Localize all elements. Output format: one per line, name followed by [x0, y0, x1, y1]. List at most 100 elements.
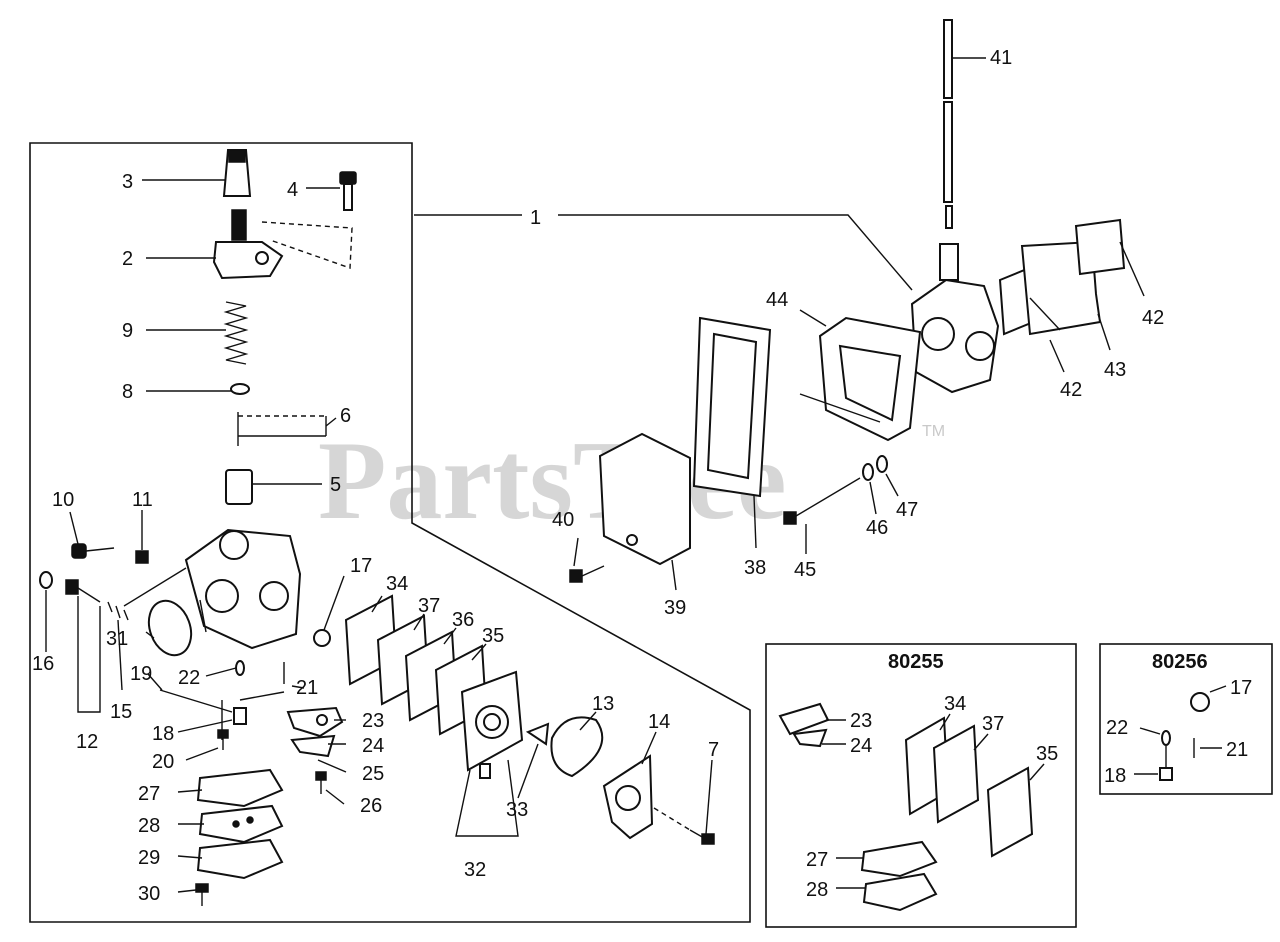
- part-26-screw[interactable]: [315, 771, 327, 794]
- part-7-screw[interactable]: [689, 829, 715, 845]
- part-22-pin[interactable]: [235, 660, 245, 676]
- callout-20[interactable]: 20: [152, 751, 174, 773]
- part-12-idle-screw[interactable]: [65, 579, 101, 603]
- kit-80255-callout-23[interactable]: 23: [850, 710, 872, 732]
- callout-37[interactable]: 37: [418, 595, 440, 617]
- callout-35[interactable]: 35: [482, 625, 504, 647]
- part-45-bolt[interactable]: [783, 477, 861, 525]
- callout-8[interactable]: 8: [122, 381, 133, 403]
- kit-80255-callout-28[interactable]: 28: [806, 879, 828, 901]
- part-19-rod[interactable]: [159, 689, 233, 713]
- callout-13[interactable]: 13: [592, 693, 614, 715]
- callout-5[interactable]: 5: [330, 474, 341, 496]
- callout-46[interactable]: 46: [866, 517, 888, 539]
- callout-30[interactable]: 30: [138, 883, 160, 905]
- callout-18[interactable]: 18: [152, 723, 174, 745]
- part-23-25-metering-lever[interactable]: [286, 706, 344, 758]
- part-38-filter-element[interactable]: [692, 316, 772, 498]
- kit-80256-part-22[interactable]: [1161, 730, 1171, 746]
- callout-47[interactable]: 47: [896, 499, 918, 521]
- callout-19[interactable]: 19: [130, 663, 152, 685]
- part-29-cover[interactable]: [196, 838, 284, 880]
- part-16-oring[interactable]: [39, 571, 53, 589]
- kit-80255-callout-27[interactable]: 27: [806, 849, 828, 871]
- kit-80255-part-35[interactable]: [986, 766, 1034, 858]
- part-8-washer[interactable]: [230, 383, 250, 395]
- callout-15[interactable]: 15: [110, 701, 132, 723]
- callout-40[interactable]: 40: [552, 509, 574, 531]
- kit-80256-callout-22[interactable]: 22: [1106, 717, 1128, 739]
- part-44-filter-base[interactable]: [818, 316, 922, 442]
- callout-9[interactable]: 9: [122, 320, 133, 342]
- callout-42a[interactable]: 42: [1060, 379, 1082, 401]
- callout-11[interactable]: 11: [132, 489, 153, 511]
- callout-10[interactable]: 10: [52, 489, 74, 511]
- callout-45[interactable]: 45: [794, 559, 816, 581]
- callout-38[interactable]: 38: [744, 557, 766, 579]
- kit-80256-callout-17[interactable]: 17: [1230, 677, 1252, 699]
- part-18-arm[interactable]: [233, 707, 247, 725]
- callout-41[interactable]: 41: [990, 47, 1012, 69]
- carburetor-body[interactable]: [184, 528, 302, 650]
- callout-22[interactable]: 22: [178, 667, 200, 689]
- kit-80255-callout-24[interactable]: 24: [850, 735, 872, 757]
- callout-42b[interactable]: 42: [1142, 307, 1164, 329]
- part-11-nut[interactable]: [135, 550, 149, 564]
- callout-44[interactable]: 44: [766, 289, 788, 311]
- callout-16[interactable]: 16: [32, 653, 54, 675]
- callout-33[interactable]: 33: [506, 799, 528, 821]
- callout-1[interactable]: 1: [530, 207, 541, 229]
- part-33-check[interactable]: [525, 722, 550, 746]
- kit-80256-callout-21[interactable]: 21: [1226, 739, 1248, 761]
- callout-24[interactable]: 24: [362, 735, 384, 757]
- part-20-screw[interactable]: [217, 729, 229, 750]
- part-28-diaphragm[interactable]: [198, 804, 284, 844]
- part-15-spring[interactable]: [107, 601, 129, 621]
- kit-80256-part-18[interactable]: [1159, 767, 1173, 781]
- part-3-cap[interactable]: [222, 149, 252, 197]
- callout-39[interactable]: 39: [664, 597, 686, 619]
- kit-80256-callout-18[interactable]: 18: [1104, 765, 1126, 787]
- part-1-carburetor-assembly[interactable]: [910, 243, 1000, 394]
- callout-34[interactable]: 34: [386, 573, 408, 595]
- callout-31[interactable]: 31: [106, 628, 128, 650]
- part-30-screw[interactable]: [195, 883, 209, 906]
- callout-29[interactable]: 29: [138, 847, 160, 869]
- callout-23[interactable]: 23: [362, 710, 384, 732]
- callout-26[interactable]: 26: [360, 795, 382, 817]
- kit-80255-part-24[interactable]: [792, 728, 828, 748]
- callout-7[interactable]: 7: [708, 739, 719, 761]
- callout-2[interactable]: 2: [122, 248, 133, 270]
- callout-36[interactable]: 36: [452, 609, 474, 631]
- kit-80255-callout-35[interactable]: 35: [1036, 743, 1058, 765]
- callout-28[interactable]: 28: [138, 815, 160, 837]
- callout-27[interactable]: 27: [138, 783, 160, 805]
- callout-14[interactable]: 14: [648, 711, 670, 733]
- part-31-gasket[interactable]: [142, 595, 199, 661]
- callout-32[interactable]: 32: [464, 859, 486, 881]
- part-4-screw[interactable]: [339, 171, 357, 211]
- kit-80255-part-28[interactable]: [862, 872, 938, 912]
- callout-25[interactable]: 25: [362, 763, 384, 785]
- part-41-rod[interactable]: [943, 19, 953, 229]
- part-46-washer[interactable]: [862, 463, 874, 481]
- part-13-primer-bulb[interactable]: [550, 716, 604, 778]
- part-32-pump-body[interactable]: [460, 670, 524, 779]
- part-40-screw[interactable]: [569, 565, 605, 583]
- part-9-spring[interactable]: [223, 301, 249, 365]
- part-5-valve[interactable]: [225, 469, 253, 505]
- part-27-gasket[interactable]: [196, 768, 284, 808]
- callout-43[interactable]: 43: [1104, 359, 1126, 381]
- part-47-washer[interactable]: [876, 455, 888, 473]
- part-39-filter-cover[interactable]: [598, 432, 691, 566]
- kit-80255-part-27[interactable]: [860, 840, 938, 878]
- part-10-screw[interactable]: [71, 543, 115, 559]
- callout-4[interactable]: 4: [287, 179, 298, 201]
- part-17-plug[interactable]: [313, 629, 331, 647]
- callout-12[interactable]: 12: [76, 731, 98, 753]
- part-6-needle[interactable]: [237, 412, 327, 446]
- callout-17[interactable]: 17: [350, 555, 372, 577]
- callout-3[interactable]: 3: [122, 171, 133, 193]
- part-42-gasket-right[interactable]: [1074, 218, 1126, 276]
- kit-80255-callout-34[interactable]: 34: [944, 693, 966, 715]
